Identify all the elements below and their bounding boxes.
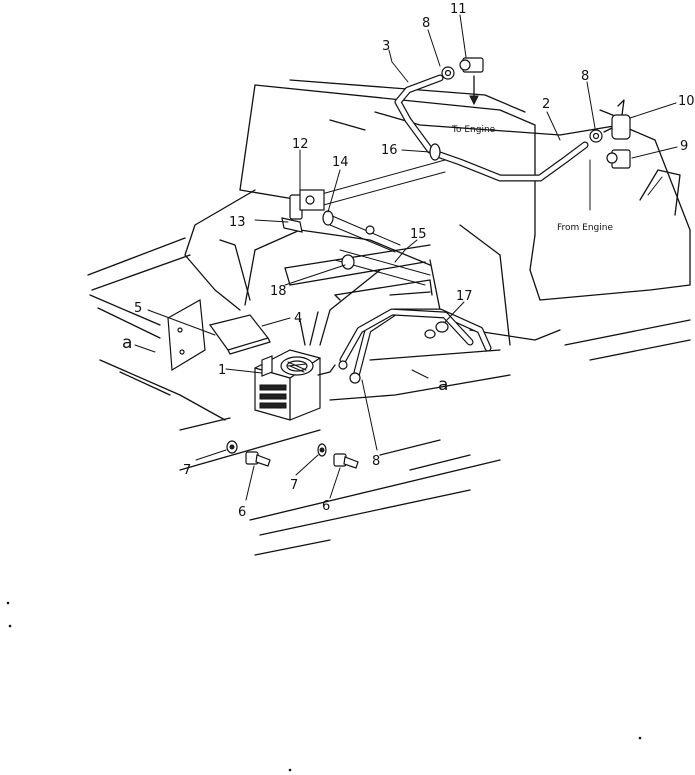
label-part-17: 17: [456, 289, 473, 304]
heater-fins: [259, 384, 287, 409]
part-number-labels: 1 2 3 4 5 6 6 7 7 8 8 8 9 10 11 12 13 14…: [122, 2, 695, 520]
hose-2: [436, 141, 589, 182]
label-part-10: 10: [678, 94, 695, 109]
heater-bay-frame: [244, 229, 433, 346]
section-arrow-right: [411, 369, 429, 379]
section-arrow-left: [134, 344, 156, 353]
label-part-15: 15: [410, 227, 427, 242]
bracket-13: [281, 217, 303, 233]
washer-7-left: [226, 440, 238, 454]
label-part-8-bottom: 8: [372, 454, 380, 469]
note-from-engine: From Engine: [557, 223, 613, 233]
filter-4: [208, 314, 271, 355]
label-part-4: 4: [294, 311, 302, 326]
clamp-8-top: [441, 66, 455, 80]
pipe-rail: [299, 159, 446, 286]
leader-lines: [147, 14, 678, 501]
section-mark-a-left: a: [122, 333, 132, 353]
scan-specks: [6, 601, 642, 772]
label-part-2: 2: [542, 97, 550, 112]
elbow-fitting-11: [459, 57, 484, 73]
label-part-3: 3: [382, 39, 390, 54]
section-mark-a-right: a: [438, 375, 448, 395]
label-part-6-right: 6: [322, 499, 330, 514]
elbow-fitting-9: [606, 149, 631, 169]
label-part-16: 16: [381, 143, 398, 158]
bolt-6-left: [245, 451, 271, 467]
label-part-8-right: 8: [581, 69, 589, 84]
clamp-8-bottom: [338, 360, 361, 384]
label-part-1: 1: [218, 363, 226, 378]
label-part-13: 13: [229, 215, 246, 230]
label-part-18: 18: [270, 284, 287, 299]
heater-hoses-17: [339, 308, 492, 384]
label-part-5: 5: [134, 301, 142, 316]
label-part-6-left: 6: [238, 505, 246, 520]
heater-unit-1: [254, 349, 336, 421]
flow-arrow-to-engine: [469, 75, 479, 106]
label-part-11: 11: [450, 2, 467, 17]
cover-plate-5: [167, 299, 206, 372]
bolt-6-right: [333, 453, 359, 469]
water-valve-12: [289, 189, 325, 220]
label-part-8-top: 8: [422, 16, 430, 31]
label-part-12: 12: [292, 137, 309, 152]
label-part-7-right: 7: [290, 478, 298, 493]
label-part-14: 14: [332, 155, 349, 170]
hose-3: [394, 74, 444, 154]
note-to-engine: To Engine: [451, 125, 496, 135]
valve-10: [603, 99, 631, 140]
washer-7-right: [317, 443, 327, 457]
label-part-7-left: 7: [183, 463, 191, 478]
label-part-9: 9: [680, 139, 688, 154]
clamp-8-right: [589, 129, 603, 143]
